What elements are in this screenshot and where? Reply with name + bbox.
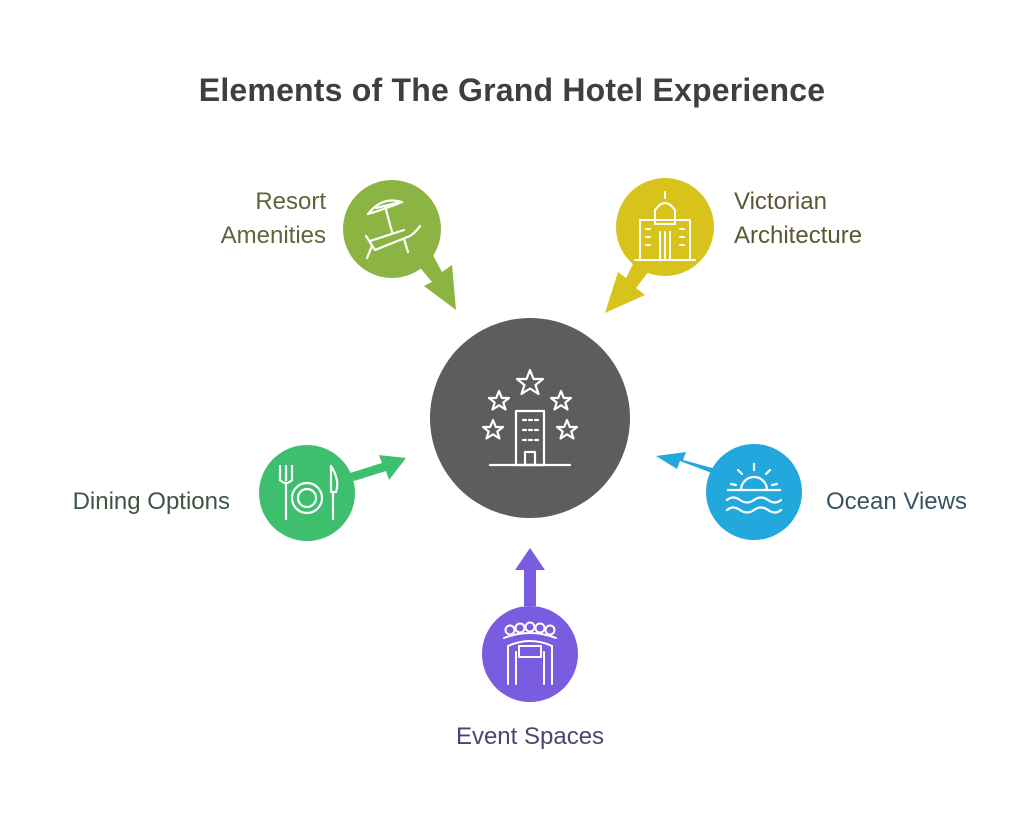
arrow-dining-options [350,455,406,481]
label-line: Event Spaces [455,723,605,750]
label-victorian-architecture: Victorian Architecture [734,185,934,253]
label-event-spaces: Event Spaces [420,720,640,754]
label-dining-options: Dining Options [30,485,230,519]
historic-building-icon [634,191,696,261]
event-archway-crowd-icon [503,621,557,685]
label-line: Resort [255,188,326,215]
label-ocean-views: Ocean Views [826,485,1006,519]
label-line: Victorian [734,188,827,215]
arrow-event-spaces [515,548,545,606]
node-victorian-architecture [616,178,714,276]
page-title: Elements of The Grand Hotel Experience [198,72,826,108]
label-line: Amenities [220,222,326,249]
label-line: Dining Options [72,488,230,515]
fork-plate-knife-icon [278,464,339,521]
beach-lounger-umbrella-icon [364,199,422,260]
node-dining-options [259,445,355,541]
node-resort-amenities [343,180,441,278]
center-hub [430,318,630,518]
node-event-spaces [482,606,578,702]
label-resort-amenities: Resort Amenities [180,185,326,253]
hotel-five-stars-icon [481,368,579,467]
label-line: Ocean Views [826,488,967,515]
node-ocean-views [706,444,802,540]
arrow-ocean-views [656,452,716,473]
sun-over-waves-icon [725,462,783,514]
label-line: Architecture [734,222,863,249]
